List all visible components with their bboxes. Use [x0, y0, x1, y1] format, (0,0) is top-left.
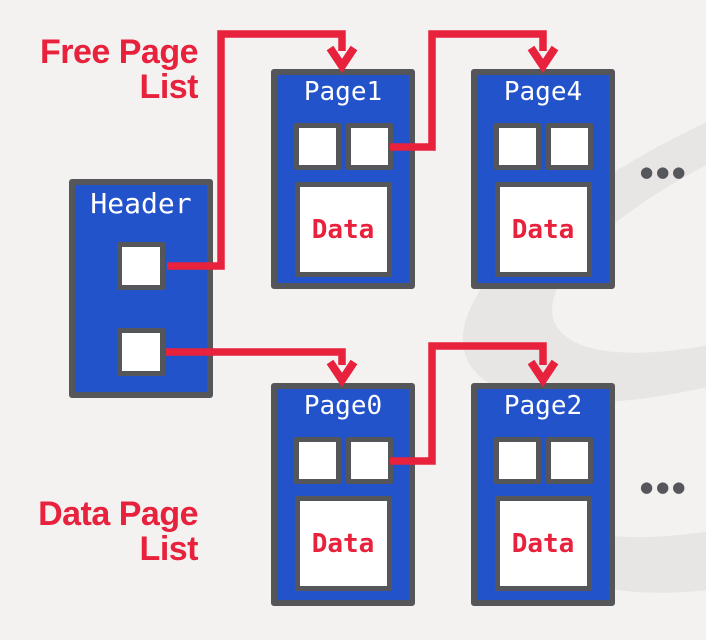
page4-box: Page4 Data	[471, 69, 615, 289]
page2-box: Page2 Data	[471, 383, 615, 606]
free-page-list-label: Free Page List	[0, 33, 199, 106]
page2-pointer-slot-left	[493, 437, 541, 484]
page0-data-label: Data	[311, 528, 375, 559]
page1-data-box: Data	[294, 182, 392, 277]
page2-pointer-slot-right	[545, 437, 593, 484]
datalist-head-pointer-slot	[117, 328, 165, 376]
page0-title: Page0	[303, 391, 383, 421]
watermark-gap	[517, 169, 706, 538]
page1-pointer-row	[293, 123, 393, 170]
page4-title: Page4	[503, 77, 583, 107]
page0-box: Page0 Data	[271, 383, 415, 606]
page4-pointer-row	[493, 123, 593, 170]
page2-title: Page2	[503, 391, 583, 421]
ellipsis-icon-bottom: ●●●	[640, 478, 689, 496]
data-page-list-label: Data Page List	[0, 497, 198, 567]
free-page-list-label-line2: List	[139, 68, 199, 106]
page0-pointer-slot-right	[345, 437, 393, 484]
page1-data-label: Data	[311, 214, 375, 245]
data-page-list-label-line2: List	[139, 530, 199, 568]
page4-data-box: Data	[494, 182, 592, 277]
freelist-head-pointer-slot	[117, 242, 165, 290]
header-box: Header	[69, 179, 213, 398]
data-page-list-label-line1: Data Page	[38, 495, 198, 533]
header-box-title: Header	[90, 187, 192, 220]
page1-title: Page1	[303, 77, 383, 107]
page1-pointer-slot-right	[345, 123, 393, 170]
page2-data-label: Data	[511, 528, 575, 559]
page2-data-box: Data	[494, 496, 592, 591]
page1-box: Page1 Data	[271, 69, 415, 289]
ellipsis-icon-top: ●●●	[640, 163, 689, 181]
page2-pointer-row	[493, 437, 593, 484]
watermark-rim-hole	[552, 85, 706, 353]
page0-data-box: Data	[294, 496, 392, 591]
page4-pointer-slot-right	[545, 123, 593, 170]
page4-data-label: Data	[511, 214, 575, 245]
page1-pointer-slot-left	[293, 123, 341, 170]
page0-pointer-row	[293, 437, 393, 484]
page4-pointer-slot-left	[493, 123, 541, 170]
page0-pointer-slot-left	[293, 437, 341, 484]
free-page-list-label-line1: Free Page	[39, 33, 199, 71]
